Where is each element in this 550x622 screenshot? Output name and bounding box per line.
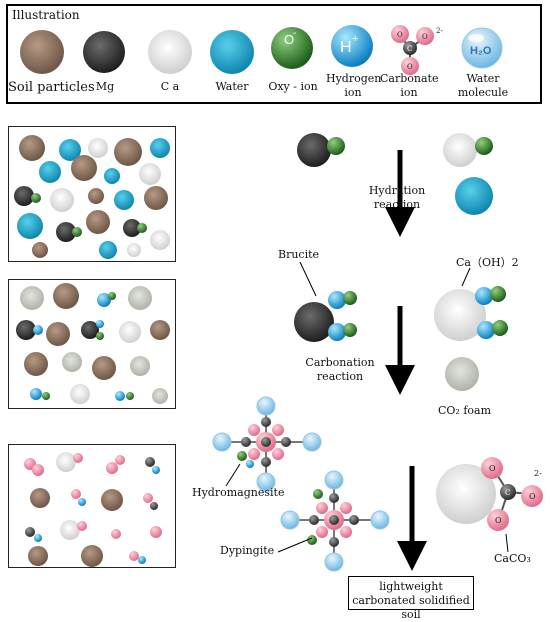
panel3-particles xyxy=(24,452,162,567)
legend-label-mg: Mg xyxy=(95,80,115,93)
hydromagnesite-pointer xyxy=(225,463,241,487)
caco3-o1: O xyxy=(489,464,496,473)
mg-oxy-reactant xyxy=(297,133,345,167)
caco3-c: C xyxy=(505,489,510,497)
carbonation-reaction-label: Carbonation reaction xyxy=(305,356,375,383)
caoh2-pointer xyxy=(461,267,471,287)
hydrogen-ion-icon xyxy=(331,25,373,67)
carbonate-charge: 2- xyxy=(436,27,443,35)
caco3-charge: 2- xyxy=(534,469,542,478)
caoh2-molecule xyxy=(434,286,508,341)
panel-initial-mix xyxy=(8,126,176,262)
brucite-pointer xyxy=(299,261,317,297)
mg-icon xyxy=(83,31,125,73)
dypingite-pointer xyxy=(277,537,313,553)
co2-foam-bubble xyxy=(445,357,479,391)
dypingite-cluster xyxy=(280,470,390,572)
hydration-reaction-label: Hydration reaction xyxy=(368,184,426,211)
brucite-molecule xyxy=(294,291,357,342)
legend-label-oxy: Oxy - ion xyxy=(268,80,318,93)
water-reactant xyxy=(455,177,493,215)
legend-label-hydrogen: Hydrogen ion xyxy=(326,72,382,99)
ca-icon xyxy=(148,30,192,74)
hydrogen-charge: + xyxy=(352,33,358,45)
soil-particle-icon xyxy=(20,30,64,74)
caoh2-label: Ca（OH）2 xyxy=(456,256,519,269)
final-product-box: lightweight carbonated solidified soil xyxy=(348,576,474,621)
carbonate-o2: O xyxy=(422,33,428,41)
brucite-label: Brucite xyxy=(278,248,320,261)
caco3-molecule xyxy=(436,457,543,531)
oxy-charge: - xyxy=(293,28,296,39)
carbonate-o3: O xyxy=(407,63,413,71)
oxy-ion-icon xyxy=(271,27,313,69)
panel1-particles xyxy=(14,135,170,259)
co2-foam-label: CO₂ foam xyxy=(438,404,492,417)
panel-carbonated-mix xyxy=(8,444,176,568)
panel-hydrated-mix xyxy=(8,279,176,409)
legend-box xyxy=(6,4,542,104)
oxy-symbol: O xyxy=(284,32,294,47)
caco3-o3: O xyxy=(495,516,502,525)
legend-label-ca: C a xyxy=(160,80,180,93)
legend-label-water: Water xyxy=(215,80,249,93)
caco3-pointer xyxy=(505,533,509,553)
carbonate-o1: O xyxy=(397,31,403,39)
ca-oxy-reactant xyxy=(443,133,493,167)
water-molecule-text: H₂O xyxy=(470,45,492,57)
water-icon xyxy=(210,30,254,74)
legend-icons: O - H + O O O C 2- H₂O xyxy=(20,25,503,75)
caco3-label: CaCO₃ xyxy=(494,552,531,565)
caco3-o2: O xyxy=(529,492,536,501)
legend-label-water-molecule: Water molecule xyxy=(457,72,509,99)
dypingite-label: Dypingite xyxy=(220,544,275,557)
hydromagnesite-label: Hydromagnesite xyxy=(192,486,285,499)
carbonate-c: C xyxy=(407,45,412,53)
panel2-particles xyxy=(16,283,170,404)
legend-title: Illustration xyxy=(12,8,80,22)
legend-label-carbonate: Carbonate ion xyxy=(380,72,439,99)
hydromagnesite-cluster xyxy=(212,396,322,492)
water-molecule-icon xyxy=(461,27,503,69)
legend-label-soil: Soil particles xyxy=(8,80,95,95)
hydrogen-symbol: H xyxy=(340,39,352,56)
carbonate-ion-icon xyxy=(391,25,434,75)
